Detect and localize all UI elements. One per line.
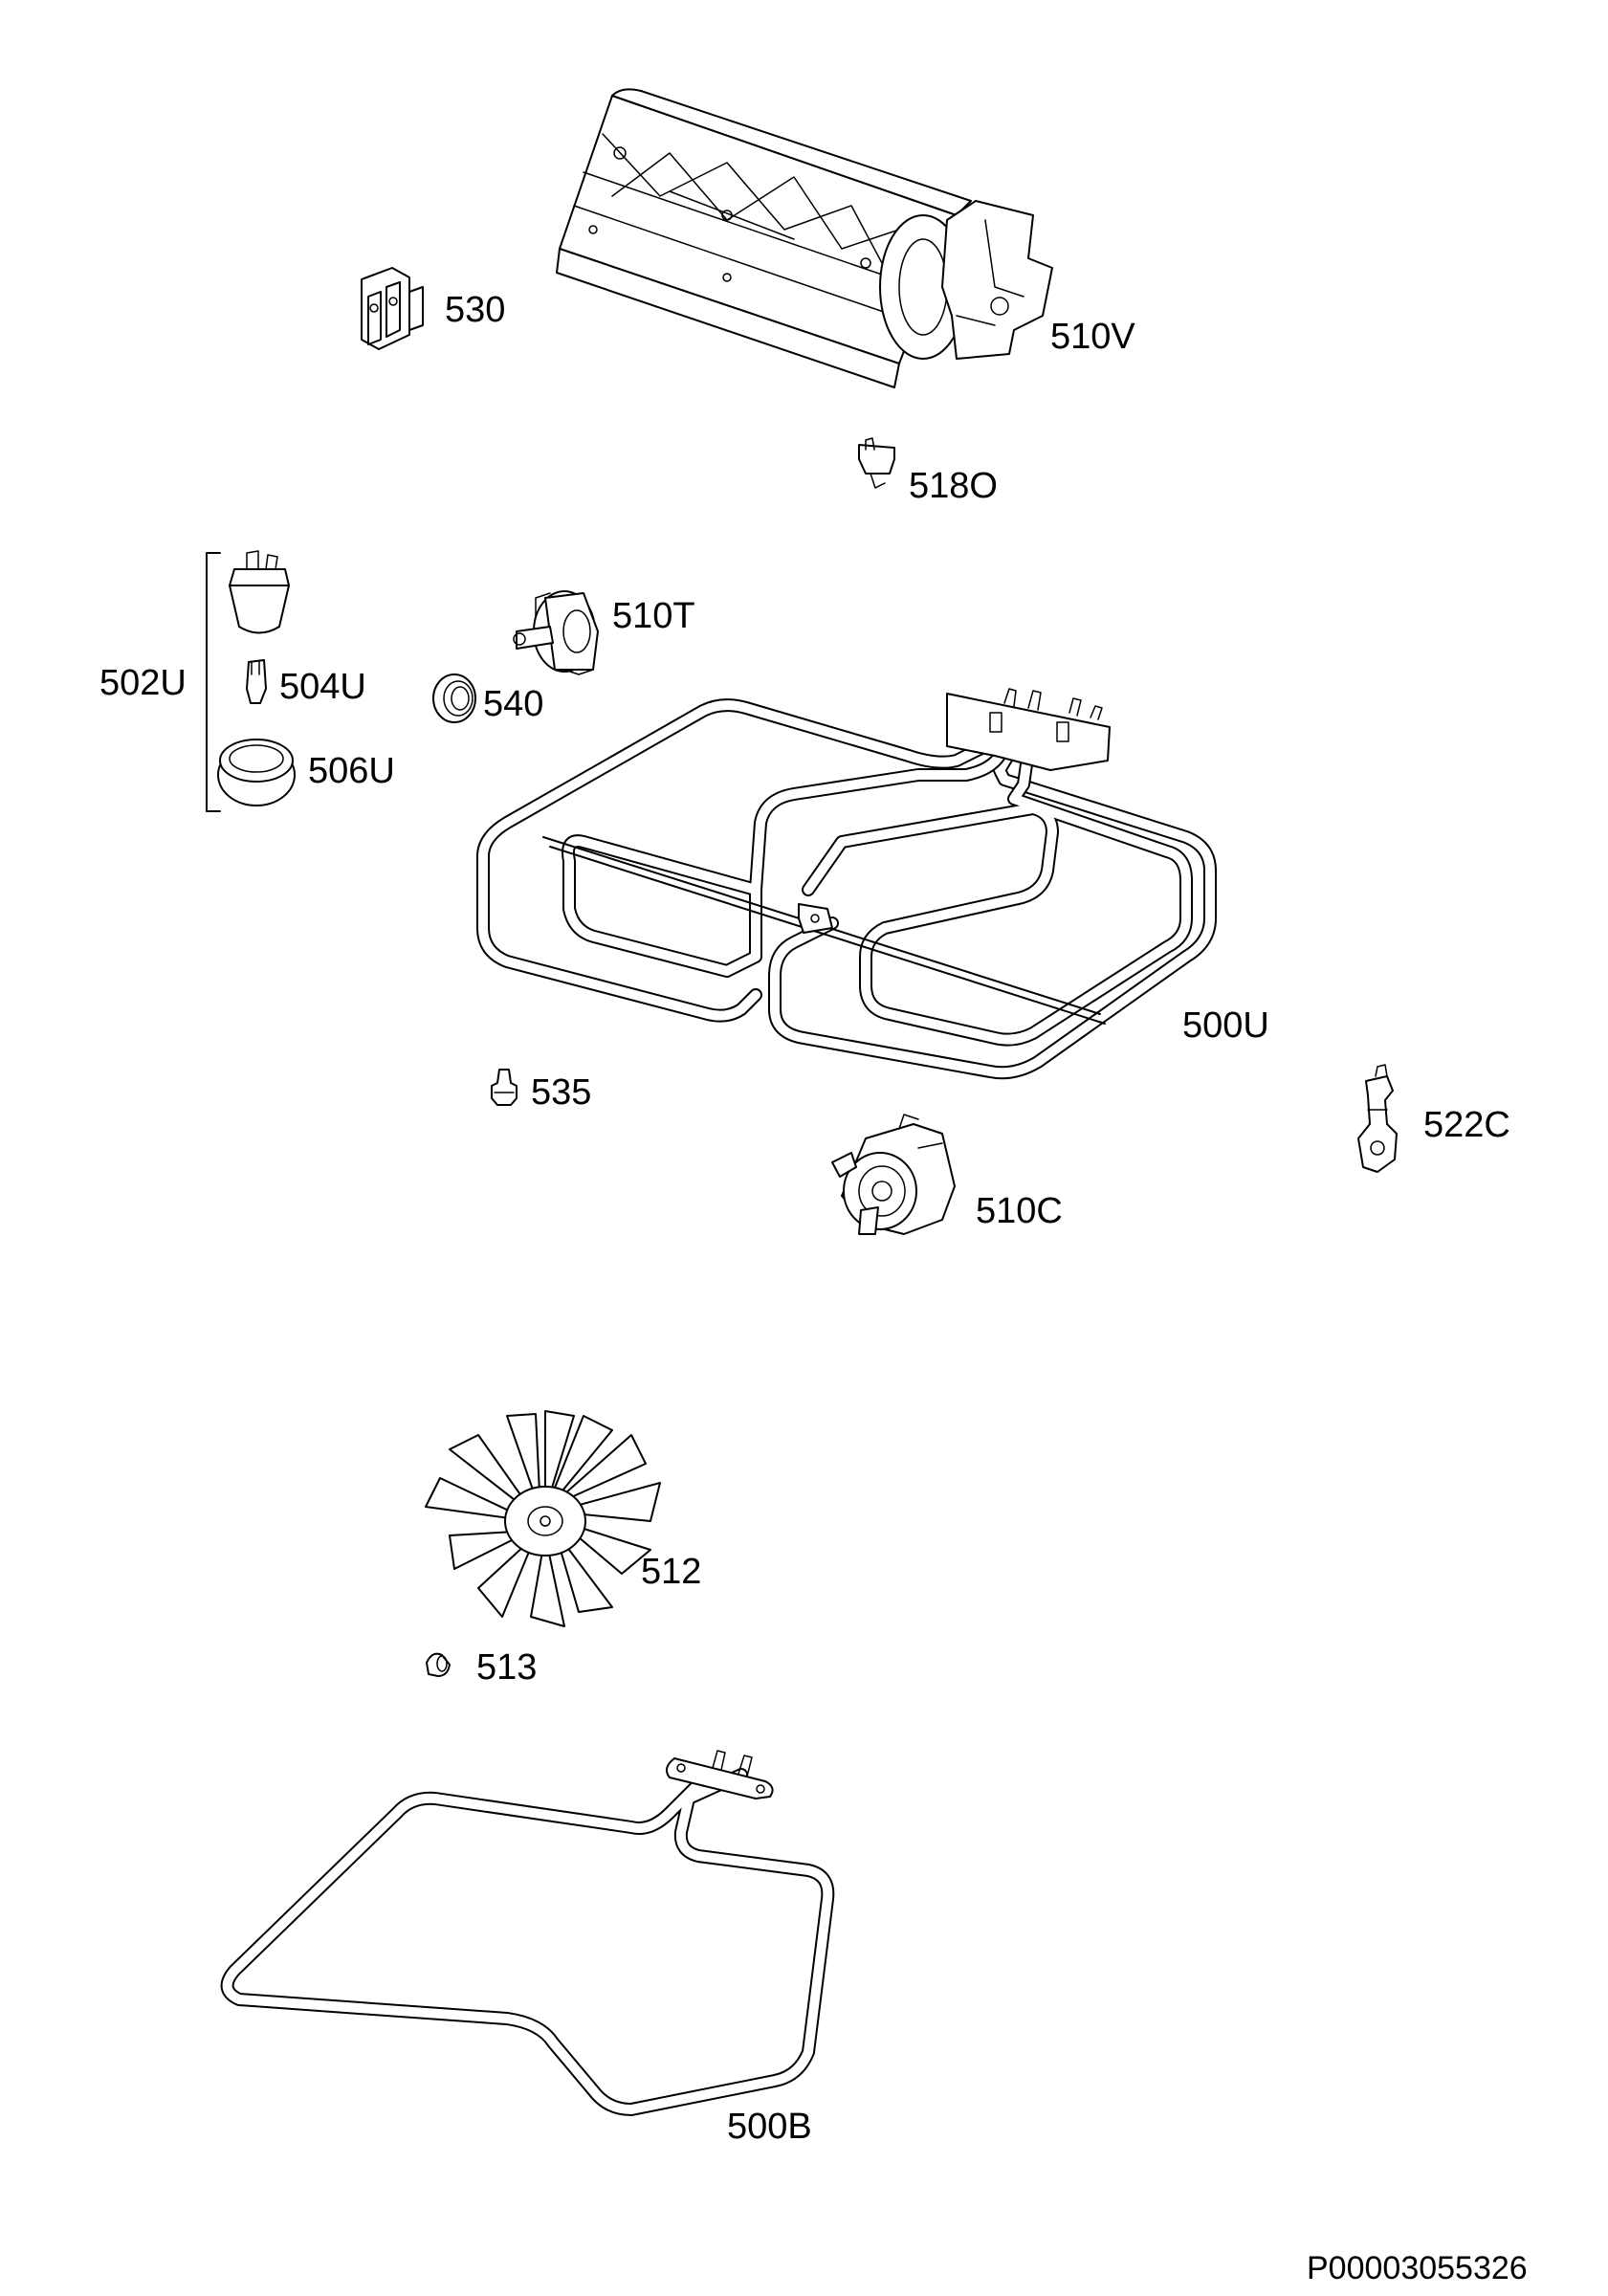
bracket-clip-part[interactable]	[858, 437, 895, 489]
thermal-fuse-part[interactable]	[1357, 1064, 1398, 1173]
lamp-holder-part[interactable]	[229, 550, 290, 634]
lamp-bulb-part[interactable]	[246, 659, 267, 704]
part-label-502U: 502U	[99, 663, 187, 703]
part-label-510C: 510C	[976, 1191, 1063, 1231]
part-label-500U: 500U	[1182, 1005, 1269, 1046]
part-label-510T: 510T	[612, 596, 695, 636]
seal-ring-part[interactable]	[432, 673, 476, 723]
part-label-506U: 506U	[308, 751, 395, 791]
part-label-504U: 504U	[279, 667, 366, 707]
lamp-assembly-bracket	[206, 552, 221, 812]
document-id: P00003055326	[1307, 2250, 1528, 2286]
part-label-522C: 522C	[1423, 1105, 1510, 1145]
nut-part[interactable]	[426, 1652, 451, 1677]
terminal-connector-part[interactable]	[361, 267, 424, 350]
part-label-512: 512	[641, 1552, 701, 1592]
lamp-cover-part[interactable]	[217, 739, 296, 806]
part-label-500B: 500B	[727, 2107, 812, 2147]
part-label-530: 530	[445, 290, 505, 330]
bottom-heating-element-part[interactable]	[220, 1750, 835, 2116]
fan-motor-part[interactable]	[831, 1114, 956, 1235]
fan-blade-part[interactable]	[425, 1410, 661, 1627]
part-label-535: 535	[531, 1072, 591, 1113]
part-label-513: 513	[476, 1647, 537, 1688]
part-label-510V: 510V	[1050, 317, 1135, 357]
turnspit-motor-part[interactable]	[513, 590, 599, 675]
part-label-540: 540	[483, 684, 543, 724]
part-label-518O: 518O	[909, 466, 998, 506]
upper-heating-element-part[interactable]	[476, 688, 1217, 1080]
spacer-pin-part[interactable]	[491, 1069, 518, 1106]
tangential-fan-part[interactable]	[556, 88, 1053, 388]
